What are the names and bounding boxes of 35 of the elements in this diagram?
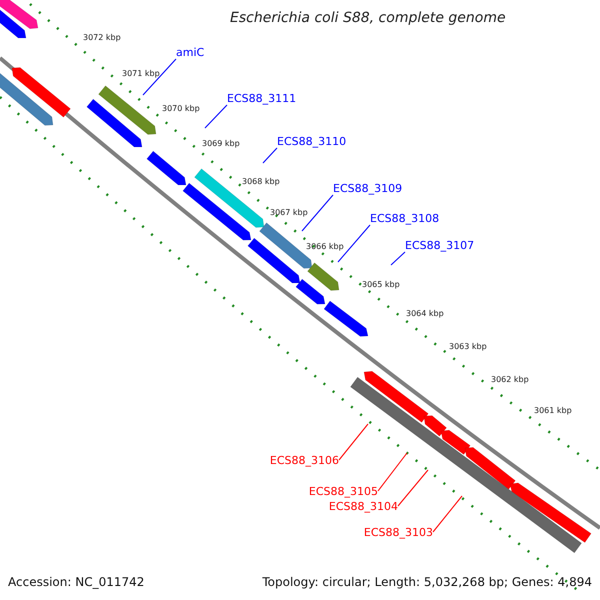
leader-line xyxy=(262,148,278,164)
scale-label: 3067 kbp xyxy=(270,208,308,218)
scale-label: 3072 kbp xyxy=(83,33,121,43)
genome-summary: Topology: circular; Length: 5,032,268 bp; Genes: 4,894 xyxy=(262,574,592,591)
gene-label: ECS88_3106 xyxy=(270,454,339,468)
leader-line xyxy=(142,58,176,96)
leader-line xyxy=(390,252,406,266)
scale-label: 3071 kbp xyxy=(122,69,160,79)
leader-line xyxy=(302,194,334,232)
scale-label: 3061 kbp xyxy=(534,406,572,416)
accession-text: Accession: NC_011742 xyxy=(8,574,144,591)
scale-label: 3069 kbp xyxy=(202,139,240,149)
scale-label: 3065 kbp xyxy=(362,280,400,290)
scale-label: 3068 kbp xyxy=(242,177,280,187)
scale-label: 3070 kbp xyxy=(162,104,200,114)
scale-label: 3063 kbp xyxy=(449,342,487,352)
scale-label: 3066 kbp xyxy=(306,242,344,252)
gene-label: ECS88_3105 xyxy=(308,485,378,499)
leader-line xyxy=(338,424,368,460)
gene-label: ECS88_3109 xyxy=(333,182,402,196)
leader-line xyxy=(338,224,370,262)
gene-label: ECS88_3107 xyxy=(405,239,474,253)
scale-label: 3062 kbp xyxy=(491,375,529,385)
leader-line xyxy=(432,496,462,532)
scale-label: 3064 kbp xyxy=(406,309,444,319)
gene-label: ECS88_3110 xyxy=(277,135,346,149)
leader-line xyxy=(378,452,408,492)
gene-label: ECS88_3103 xyxy=(364,526,433,540)
gene-label: amiC xyxy=(176,46,204,60)
leader-line xyxy=(204,104,228,128)
leader-line xyxy=(398,470,428,506)
gene-label: ECS88_3104 xyxy=(328,500,398,514)
gene-label: ECS88_3111 xyxy=(227,92,296,106)
title: Escherichia coli S88, complete genome xyxy=(230,9,506,28)
gene-label: ECS88_3108 xyxy=(370,212,440,226)
